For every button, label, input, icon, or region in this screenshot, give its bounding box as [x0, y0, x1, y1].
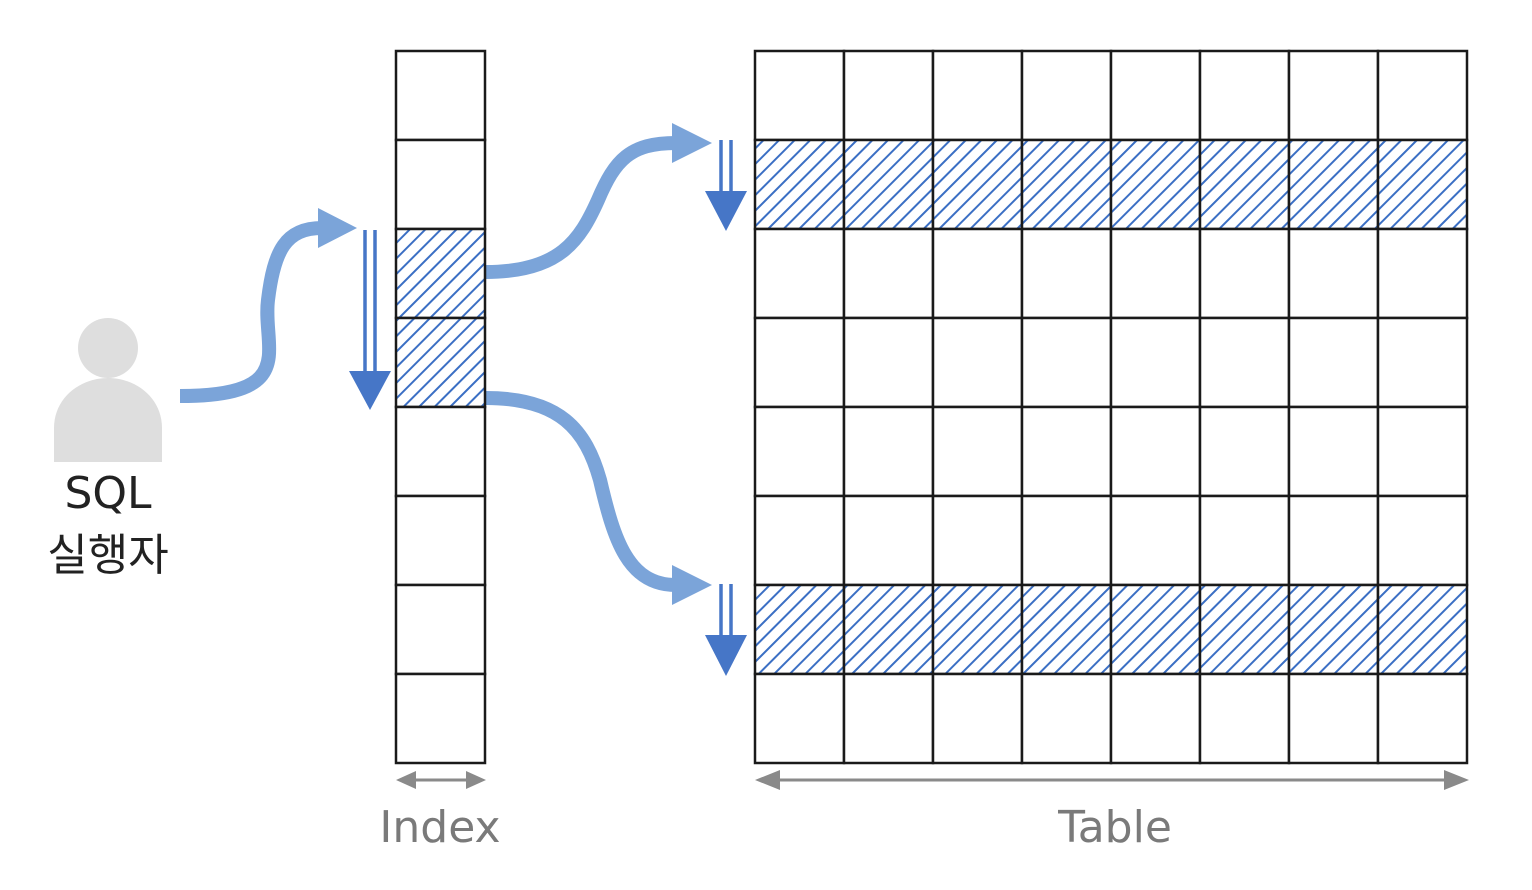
- table-cell: [931, 316, 1024, 409]
- table-cell: [1287, 405, 1380, 498]
- table-cell: [842, 227, 935, 320]
- table-cell: [1198, 316, 1291, 409]
- table-cell: [1198, 405, 1291, 498]
- table-cell: [1198, 49, 1291, 142]
- actor-label: 실행자: [47, 530, 169, 581]
- table-highlighted-cell: [1109, 583, 1202, 676]
- table-cell: [842, 405, 935, 498]
- table-cell: [1020, 49, 1113, 142]
- table-label: Table: [1058, 802, 1172, 853]
- index-cell: [394, 494, 487, 587]
- table-cell: [1376, 49, 1469, 142]
- table-cell: [1020, 316, 1113, 409]
- table-highlighted-cell: [1198, 583, 1291, 676]
- table-cell: [753, 672, 846, 765]
- table-cell: [931, 49, 1024, 142]
- table-highlighted-cell: [842, 583, 935, 676]
- table-cell: [753, 49, 846, 142]
- table-cell: [1376, 672, 1469, 765]
- table-highlighted-cell: [753, 138, 846, 231]
- table-cell: [842, 672, 935, 765]
- table-highlighted-cell: [1287, 138, 1380, 231]
- index-width-arrow: [396, 771, 486, 789]
- table-cell: [1198, 227, 1291, 320]
- table-cell: [931, 672, 1024, 765]
- table-cell: [1376, 405, 1469, 498]
- table-highlighted-cell: [1198, 138, 1291, 231]
- table-cell: [1109, 672, 1202, 765]
- table-cell: [753, 227, 846, 320]
- index-column: [394, 49, 487, 765]
- table-width-arrow: [755, 770, 1469, 790]
- table-cell: [1287, 49, 1380, 142]
- table-cell: [931, 405, 1024, 498]
- table-cell: [842, 494, 935, 587]
- table-cell: [753, 494, 846, 587]
- index-cell: [394, 138, 487, 231]
- table-cell: [1287, 672, 1380, 765]
- sql-label: SQL: [64, 468, 152, 519]
- table-cell: [753, 405, 846, 498]
- table-cell: [1198, 672, 1291, 765]
- table-cell: [1109, 227, 1202, 320]
- index-highlighted-cell: [394, 227, 487, 320]
- table-cell: [1198, 494, 1291, 587]
- index-cell: [394, 583, 487, 676]
- table-cell: [1109, 316, 1202, 409]
- index-scan-arrow: [349, 230, 391, 410]
- table-cell: [1376, 227, 1469, 320]
- table-cell: [1020, 227, 1113, 320]
- index-highlighted-cell: [394, 316, 487, 409]
- table-scan-arrow-top: [705, 140, 747, 231]
- table-cell: [842, 49, 935, 142]
- flow-arrow-to-table-bottom: [485, 391, 712, 605]
- table-cell: [931, 494, 1024, 587]
- table-highlighted-cell: [931, 138, 1024, 231]
- index-cell: [394, 405, 487, 498]
- flow-arrow-to-table-top: [485, 123, 712, 279]
- index-cell: [394, 49, 487, 142]
- table-grid: [753, 49, 1469, 765]
- table-highlighted-cell: [753, 583, 846, 676]
- table-cell: [1287, 316, 1380, 409]
- table-highlighted-cell: [1376, 138, 1469, 231]
- table-cell: [1287, 227, 1380, 320]
- table-cell: [842, 316, 935, 409]
- table-cell: [1376, 316, 1469, 409]
- table-cell: [1287, 494, 1380, 587]
- table-cell: [1020, 672, 1113, 765]
- table-scan-arrow-bottom: [705, 584, 747, 676]
- flow-arrow-to-index: [179, 208, 357, 403]
- table-cell: [1020, 494, 1113, 587]
- table-highlighted-cell: [1287, 583, 1380, 676]
- table-highlighted-cell: [842, 138, 935, 231]
- table-highlighted-cell: [1020, 138, 1113, 231]
- table-highlighted-cell: [1376, 583, 1469, 676]
- table-cell: [1020, 405, 1113, 498]
- table-cell: [1109, 405, 1202, 498]
- table-highlighted-cell: [1020, 583, 1113, 676]
- table-cell: [1109, 494, 1202, 587]
- person-icon: [54, 318, 162, 462]
- index-label: Index: [379, 802, 501, 853]
- table-highlighted-cell: [1109, 138, 1202, 231]
- table-highlighted-cell: [931, 583, 1024, 676]
- table-cell: [931, 227, 1024, 320]
- table-cell: [1109, 49, 1202, 142]
- index-cell: [394, 672, 487, 765]
- table-cell: [1376, 494, 1469, 587]
- table-cell: [753, 316, 846, 409]
